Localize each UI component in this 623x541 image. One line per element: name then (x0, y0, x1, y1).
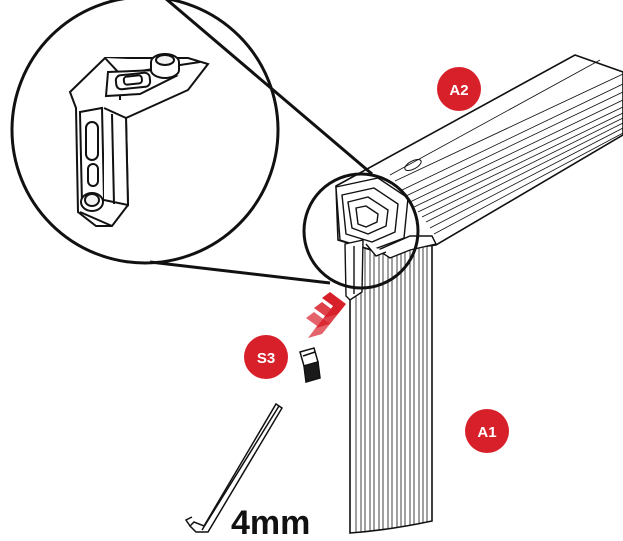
tool-size-label: 4mm (231, 504, 310, 541)
badge-a1: A1 (465, 409, 509, 453)
zoom-detail-circle (10, 0, 280, 265)
zoom-focus-circle (302, 172, 420, 290)
callout-line-bottom (149, 260, 331, 285)
insert-direction-arrow (306, 292, 346, 338)
connector-bracket-detail (68, 53, 210, 227)
badge-a1-label: A1 (477, 424, 496, 441)
callout-line-top (165, 0, 373, 176)
badge-a2-label: A2 (449, 82, 468, 99)
vertical-profile-a1 (349, 237, 433, 534)
grub-screw-s3 (299, 347, 321, 383)
badge-s3-label: S3 (257, 350, 275, 367)
badge-s3: S3 (244, 335, 288, 379)
badge-a2: A2 (437, 67, 481, 111)
profile-cross-section (335, 177, 438, 301)
hex-key-tool (184, 402, 284, 533)
